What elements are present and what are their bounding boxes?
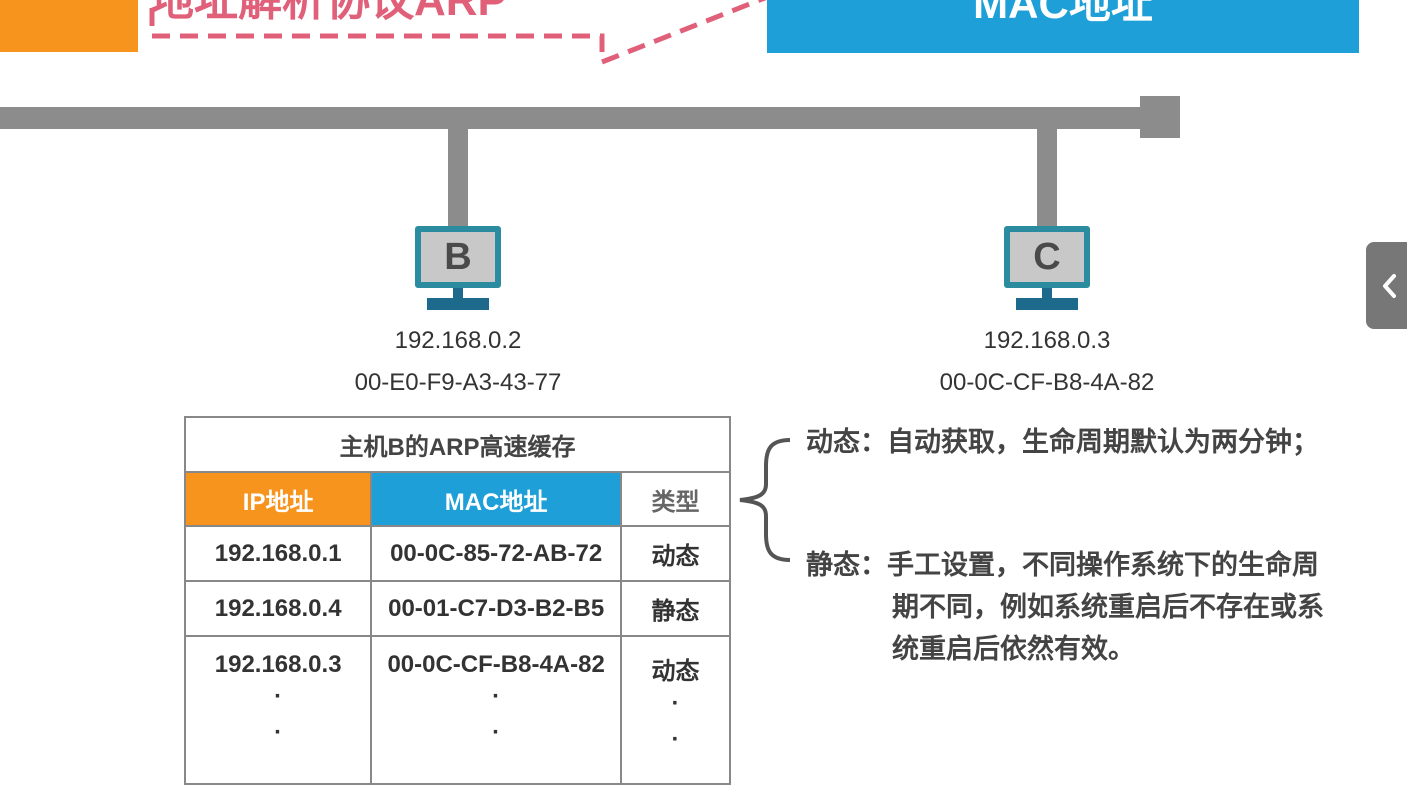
row-type: 动态: [651, 658, 700, 685]
orange-block: [0, 0, 138, 52]
table-row: 192.168.0.4 00-01-C7-D3-B2-B5 静态: [183, 580, 732, 637]
bus-terminator: [1140, 96, 1180, 138]
row-mac-cell: 00-0C-CF-B8-4A-82 · ·: [370, 635, 622, 785]
host-c-mac: 00-0C-CF-B8-4A-82: [939, 369, 1155, 396]
table-row: 192.168.0.1 00-0C-85-72-AB-72 动态: [183, 525, 732, 582]
host-c-ip: 192.168.0.3: [983, 327, 1111, 354]
row-type: 动态: [619, 525, 732, 582]
arp-title: 地址解析协议ARP: [150, 0, 507, 25]
host-b-computer-icon: B: [415, 226, 501, 314]
network-bus: [0, 107, 1150, 129]
row-type-cell: 动态 · ·: [619, 635, 732, 785]
row-ip: 192.168.0.3: [214, 651, 342, 678]
drop-line-b: [448, 125, 468, 229]
host-b-mac: 00-E0-F9-A3-43-77: [354, 369, 562, 396]
row-mac: 00-0C-CF-B8-4A-82: [387, 651, 605, 678]
ellipsis-dot: ·: [671, 726, 680, 753]
header-mac: MAC地址: [370, 471, 622, 527]
row-mac: 00-0C-85-72-AB-72: [370, 525, 622, 582]
ellipsis-dot: ·: [492, 719, 501, 746]
table-caption: 主机B的ARP高速缓存: [184, 416, 731, 473]
mac-address-banner: MAC地址: [767, 0, 1359, 53]
drop-line-c: [1037, 125, 1057, 229]
note-static-line2: 期不同，例如系统重启后不存在或系: [892, 592, 1324, 622]
ellipsis-dot: ·: [274, 683, 283, 710]
ellipsis-dot: ·: [671, 690, 680, 717]
host-c-screen: C: [1004, 226, 1090, 288]
row-ip-cell: 192.168.0.3 · ·: [183, 635, 373, 785]
note-dynamic: 动态：自动获取，生命周期默认为两分钟；: [806, 427, 1319, 457]
row-mac: 00-01-C7-D3-B2-B5: [370, 580, 622, 637]
ellipsis-dot: ·: [274, 719, 283, 746]
row-ip: 192.168.0.1: [183, 525, 373, 582]
mac-banner-label: MAC地址: [973, 0, 1153, 27]
chevron-left-icon: [1382, 273, 1396, 298]
note-static-line3: 统重启后依然有效。: [892, 634, 1135, 664]
note-static-line1: 静态：手工设置，不同操作系统下的生命周: [806, 550, 1319, 580]
host-c-computer-icon: C: [1004, 226, 1090, 314]
header-type: 类型: [619, 471, 732, 527]
side-collapse-tab[interactable]: [1366, 242, 1407, 329]
row-type: 静态: [619, 580, 732, 637]
row-ip: 192.168.0.4: [183, 580, 373, 637]
arp-dashed-callout: [149, 0, 767, 66]
ellipsis-dot: ·: [492, 683, 501, 710]
arp-cache-table: 主机B的ARP高速缓存 IP地址 MAC地址 类型 192.168.0.1 00…: [183, 416, 732, 785]
host-b-screen: B: [415, 226, 501, 288]
header-ip: IP地址: [183, 471, 373, 527]
curly-brace-icon: [739, 438, 791, 562]
table-row: 192.168.0.3 · · 00-0C-CF-B8-4A-82 · · 动态…: [183, 635, 732, 785]
host-b-ip: 192.168.0.2: [394, 327, 522, 354]
